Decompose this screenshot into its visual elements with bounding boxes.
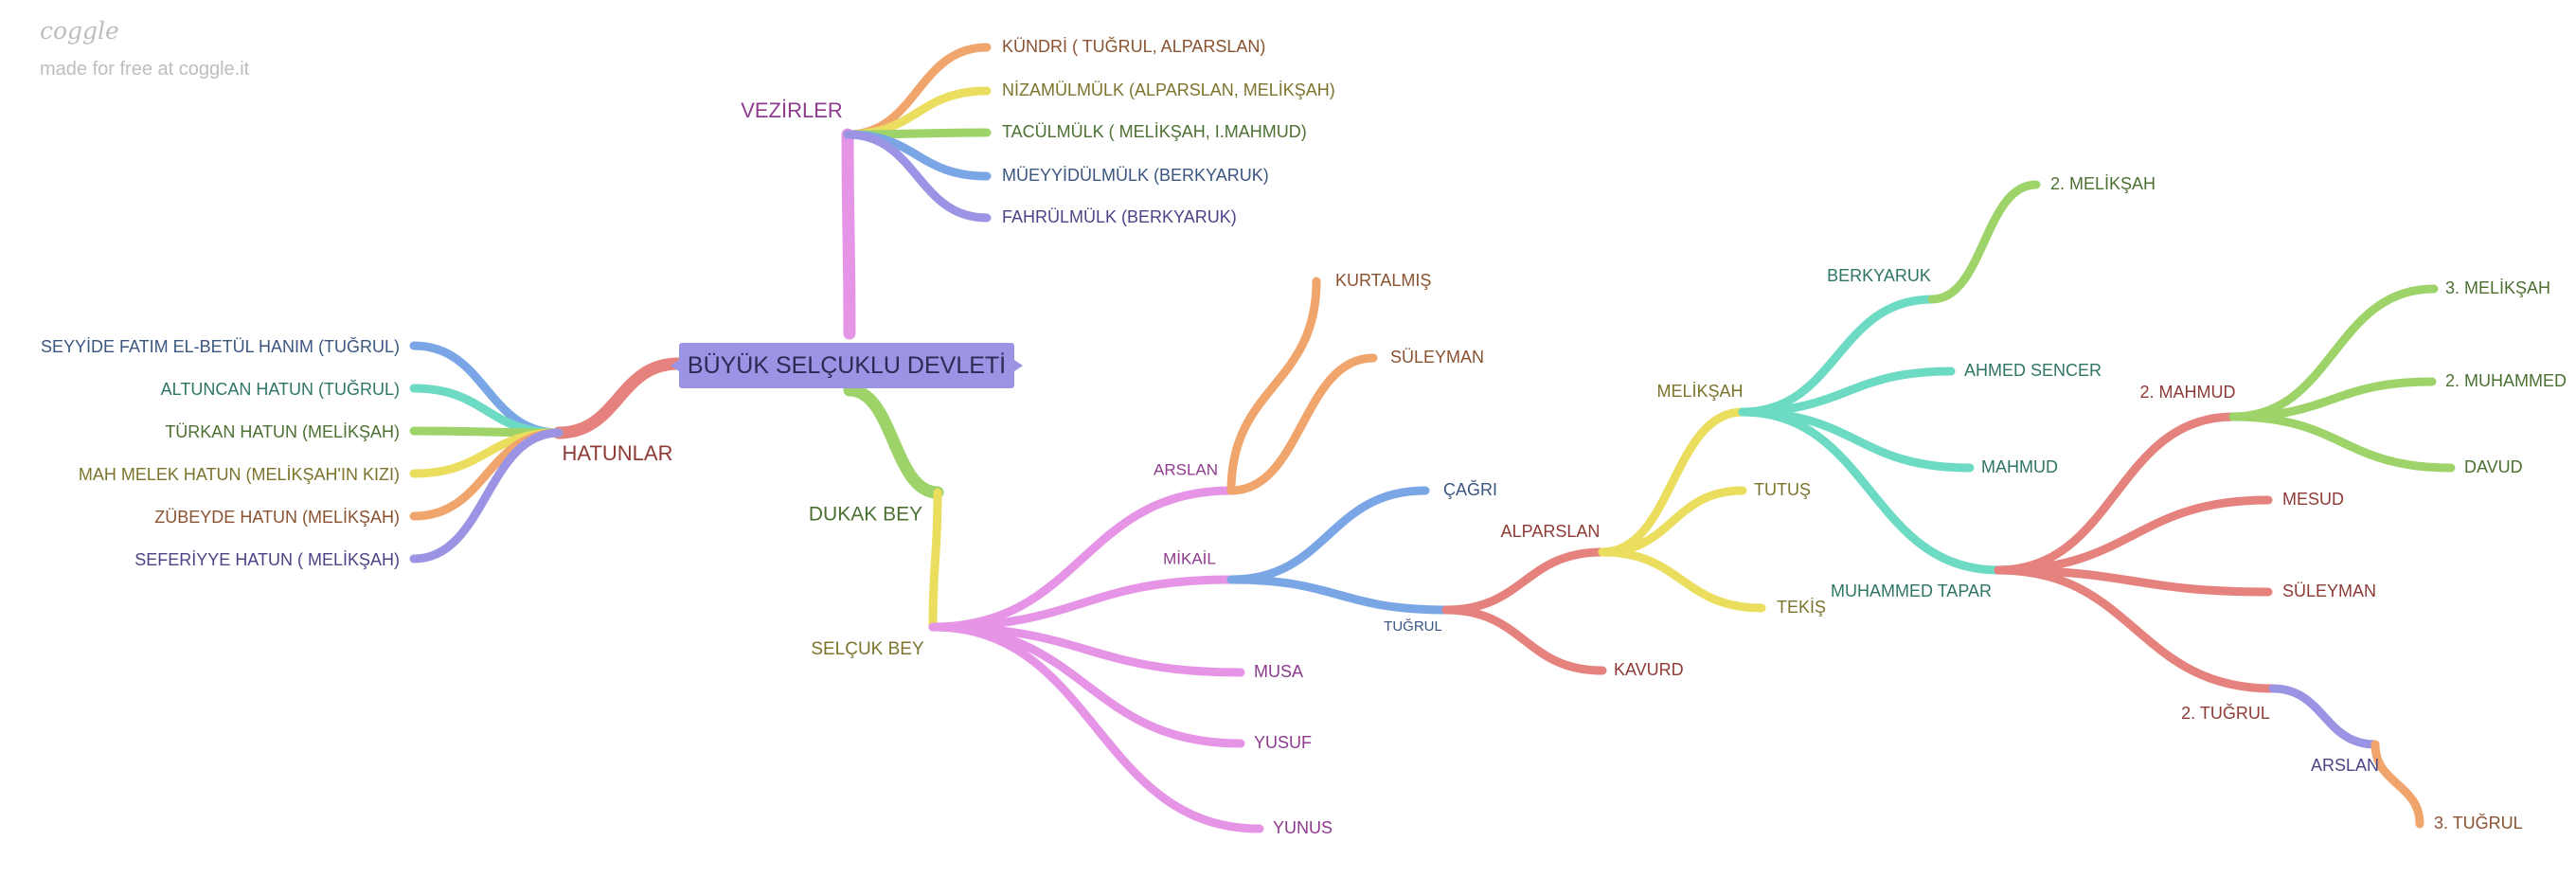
node-muhammed[interactable]: MUHAMMED TAPAR [1831,582,1992,600]
root-node-label: BÜYÜK SELÇUKLU DEVLETİ [687,351,1007,379]
node-arslan2[interactable]: ARSLAN [2311,756,2379,775]
branch-alparslan-meliksah [1598,407,1747,557]
branch-arslan-suleyman1 [1226,353,1378,495]
node-meliksah[interactable]: MELİKŞAH [1656,382,1743,401]
node-kundri[interactable]: KÜNDRİ ( TUĞRUL, ALPARSLAN) [1002,36,1265,56]
coggle-logo: coggle [40,17,119,45]
branch-arslan-kurtalmis [1226,277,1321,495]
node-labels: VEZİRLER KÜNDRİ ( TUĞRUL, ALPARSLAN) NİZAM… [41,36,2567,837]
branch-alparslan-tutus [1598,486,1747,557]
node-meliksah2[interactable]: 2. MELİKŞAH [2050,174,2156,193]
branch-arslan2-tugrul3 [2370,740,2424,829]
node-suleyman1[interactable]: SÜLEYMAN [1390,348,1484,367]
branch-selcuk-mikail [928,575,1236,632]
node-alparslan[interactable]: ALPARSLAN [1501,522,1601,541]
node-kavurd[interactable]: KAVURD [1614,660,1684,679]
node-tugrul2[interactable]: 2. TUĞRUL [2181,703,2270,723]
node-altuncan[interactable]: ALTUNCAN HATUN (TUĞRUL) [161,379,400,399]
node-mahmelek[interactable]: MAH MELEK HATUN (MELİKŞAH'IN KIZI) [79,465,400,484]
branch-tugrul-alparslan [1441,547,1607,615]
node-muhammed2[interactable]: 2. MUHAMMED [2445,371,2567,390]
root-node[interactable]: BÜYÜK SELÇUKLU DEVLETİ [671,343,1023,388]
branch-selcuk-yusuf [928,622,1245,748]
branch-mahmud2-davud [2228,412,2456,473]
node-selcuk[interactable]: SELÇUK BEY [811,639,924,659]
node-mueyyid[interactable]: MÜEYYİDÜLMÜLK (BERKYARUK) [1002,166,1269,185]
branch-tugrul-kavurd [1441,605,1607,675]
branch-lines [409,43,2456,833]
node-seyyide[interactable]: SEYYİDE FATIM EL-BETÜL HANIM (TUĞRUL) [41,336,400,356]
branch-hatunlar-seferiyye [409,428,564,564]
branch-root-vezirler [841,128,856,340]
node-tugrul[interactable]: TUĞRUL [1384,618,1442,635]
branch-mikail-tugrul [1226,575,1451,615]
branch-berkyaruk-meliksah2 [1927,180,2041,304]
branch-muhammed-mahmud2 [1994,412,2238,575]
branch-tugrul2-arslan2 [2268,684,2380,749]
node-nizam[interactable]: NİZAMÜLMÜLK (ALPARSLAN, MELİKŞAH) [1002,81,1335,99]
node-hatunlar[interactable]: HATUNLAR [563,441,673,465]
node-yunus[interactable]: YUNUS [1273,818,1333,837]
branch-alparslan-tekis [1598,547,1766,613]
branch-meliksah-muhammed [1738,407,2003,575]
node-davud[interactable]: DAVUD [2464,457,2523,476]
coggle-note: made for free at coggle.it [40,59,250,80]
node-tutus[interactable]: TUTUŞ [1754,480,1811,499]
node-mahmud2[interactable]: 2. MAHMUD [2139,383,2235,402]
branch-selcuk-yunus [928,622,1264,833]
node-tekis[interactable]: TEKİŞ [1777,598,1826,617]
branch-mahmud2-meliksah3 [2228,284,2439,421]
branch-selcuk-arslan [928,486,1236,632]
node-zubeyde[interactable]: ZÜBEYDE HATUN (MELİKŞAH) [154,508,400,527]
node-tugrul3[interactable]: 3. TUĞRUL [2434,813,2523,832]
node-mesud[interactable]: MESUD [2282,490,2344,509]
node-turkan[interactable]: TÜRKAN HATUN (MELİKŞAH) [165,422,400,441]
node-vezirler[interactable]: VEZİRLER [741,98,843,122]
node-ahmed[interactable]: AHMED SENCER [1964,361,2102,380]
node-mikail[interactable]: MİKAİL [1163,549,1216,567]
node-suleyman2[interactable]: SÜLEYMAN [2282,582,2376,600]
branch-root-dukak [843,384,944,499]
branch-muhammed-mesud [1994,495,2273,575]
branch-dukak-selcuk [928,488,942,632]
branch-mikail-cagri [1226,486,1430,584]
branch-root-hatunlar [552,357,685,439]
branch-vezirler-fahrul [843,130,992,223]
node-fahrul[interactable]: FAHRÜLMÜLK (BERKYARUK) [1002,207,1237,226]
branch-muhammed-tugrul2 [1994,565,2278,693]
node-tacul[interactable]: TACÜLMÜLK ( MELİKŞAH, I.MAHMUD) [1002,122,1307,141]
node-berkyaruk[interactable]: BERKYARUK [1827,266,1931,285]
node-meliksah3[interactable]: 3. MELİKŞAH [2445,278,2550,297]
node-mahmud[interactable]: MAHMUD [1981,457,2058,476]
branch-mahmud2-muhammed2 [2228,377,2437,421]
node-dukak[interactable]: DUKAK BEY [809,504,922,526]
node-arslan[interactable]: ARSLAN [1154,460,1218,478]
node-seferiyye[interactable]: SEFERİYYE HATUN ( MELİKŞAH) [134,550,400,569]
node-yusuf[interactable]: YUSUF [1254,733,1312,752]
node-musa[interactable]: MUSA [1254,662,1303,681]
node-kurtalmis[interactable]: KURTALMIŞ [1335,271,1431,290]
node-cagri[interactable]: ÇAĞRI [1443,479,1497,499]
